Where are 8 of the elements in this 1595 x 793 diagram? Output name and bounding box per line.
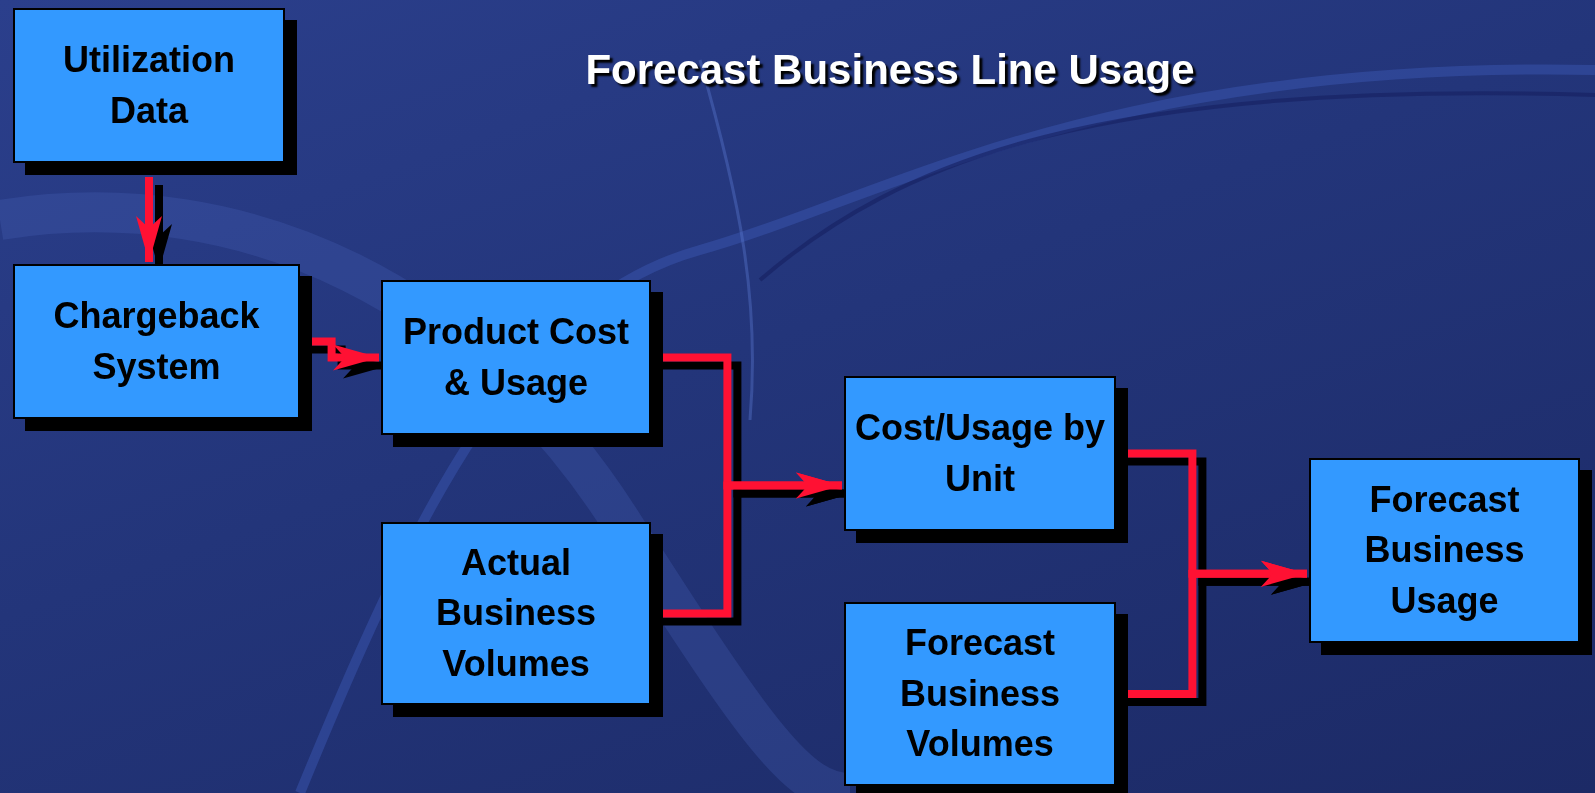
box-label: Forecast Business Usage: [1363, 477, 1526, 623]
box-label: Actual Business Volumes: [434, 540, 598, 686]
box-label: Forecast Business Volumes: [898, 621, 1062, 767]
title: Forecast Business Line Usage: [584, 46, 1196, 94]
box-label: Cost/Usage by Unit: [853, 406, 1107, 501]
box-label: Chargeback System: [52, 294, 261, 389]
box-label: Product Cost & Usage: [402, 310, 630, 405]
box-label: Utilization Data: [62, 38, 236, 133]
